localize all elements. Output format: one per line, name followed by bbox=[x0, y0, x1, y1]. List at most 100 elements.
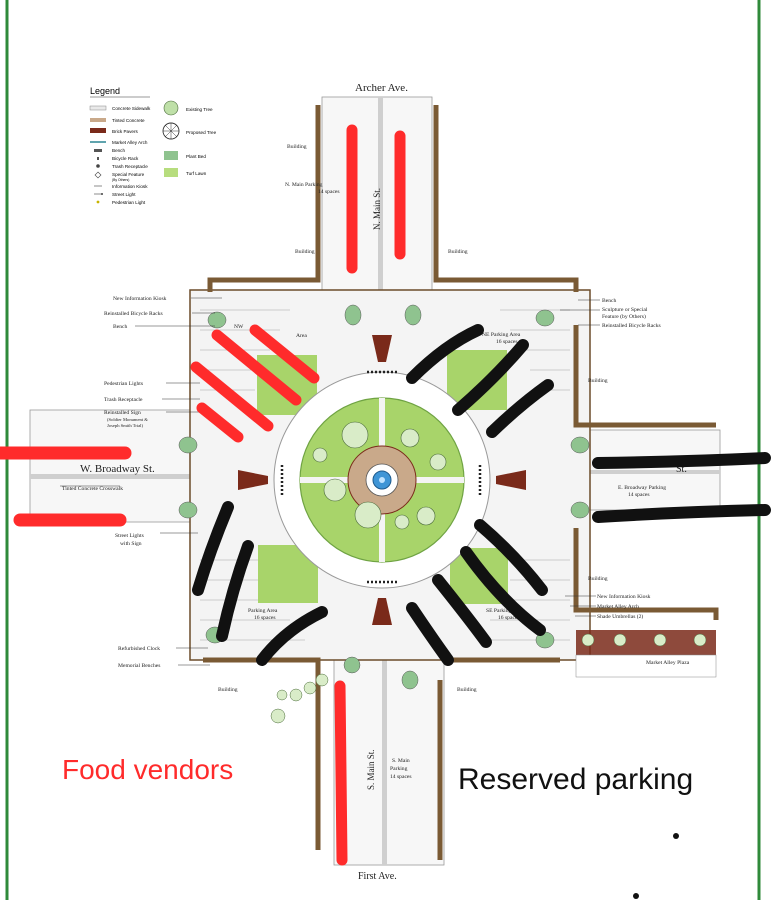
legend-title: Legend bbox=[90, 86, 120, 96]
legend-item-turf: Turf Lawn bbox=[186, 171, 207, 176]
label-sign: Reinstalled Sign bbox=[104, 410, 141, 416]
reserved-mark-ne2 bbox=[452, 339, 529, 416]
food-mark-nw2 bbox=[249, 324, 320, 384]
building-nw-upper: Building bbox=[287, 144, 307, 150]
street-e-broadway: E. Broadway Parking bbox=[618, 485, 666, 491]
reserved-mark-e1 bbox=[592, 452, 771, 469]
s-main-parking-label: S. Main bbox=[392, 758, 410, 764]
building-se: Building bbox=[588, 576, 608, 582]
label-r-arch: Market Alley Arch bbox=[597, 604, 639, 610]
food-mark-nw1 bbox=[211, 329, 302, 406]
legend-item-proposed-tree: Proposed Tree bbox=[186, 130, 217, 135]
crosswalks bbox=[280, 370, 482, 584]
building-sw: Building bbox=[218, 687, 238, 693]
label-new-info-kiosk: New Information Kiosk bbox=[113, 295, 167, 302]
street-w-broadway: W. Broadway St. bbox=[80, 463, 155, 475]
label-r-umbrellas: Shade Umbrellas (2) bbox=[597, 613, 643, 620]
reserved-mark-ne3 bbox=[486, 379, 554, 438]
street-light-icon bbox=[101, 193, 103, 195]
food-mark-nw3 bbox=[190, 361, 274, 432]
reserved-parking-note: Reserved parking bbox=[458, 763, 693, 796]
market-alley-plaza bbox=[576, 630, 716, 655]
legend-item-ped-light: Pedestrian Light bbox=[112, 200, 146, 205]
reserved-mark-se1 bbox=[474, 519, 548, 596]
street-s-main: S. Main St. bbox=[366, 749, 376, 790]
legend: Legend Concrete Sidewalk Tinted Concrete… bbox=[89, 86, 217, 205]
special-feature-icon bbox=[94, 171, 102, 179]
legend-item-kiosk: Information Kiosk bbox=[112, 184, 148, 189]
legend-item-arch: Market Alley Arch bbox=[112, 140, 148, 145]
label-r-feature: Feature (by Others) bbox=[602, 313, 646, 320]
pen-dot-2 bbox=[633, 893, 639, 899]
building-edges bbox=[203, 105, 719, 860]
right-callouts bbox=[560, 299, 600, 617]
street-n-main: N. Main St. bbox=[372, 188, 382, 230]
legend-item-by-others: (By Others) bbox=[112, 178, 129, 182]
n-main-parking-spaces: 14 spaces bbox=[318, 189, 340, 195]
nw-parking-area: Area bbox=[296, 333, 307, 339]
trash-icon bbox=[96, 164, 100, 168]
n-main-parking-label: N. Main Parking bbox=[285, 182, 323, 188]
plant-bed-swatch bbox=[164, 151, 178, 160]
food-mark-s1 bbox=[334, 680, 348, 866]
label-r-bench: Bench bbox=[602, 298, 616, 304]
reserved-mark-e2 bbox=[592, 504, 771, 523]
label-bench: Bench bbox=[113, 324, 127, 330]
legend-item-existing-tree: Existing Tree bbox=[186, 107, 213, 112]
ne-parking-spaces: 16 spaces bbox=[496, 339, 518, 345]
planter-islands bbox=[178, 304, 590, 690]
turf-swatch bbox=[164, 168, 178, 177]
reserved-mark-ne1 bbox=[406, 324, 484, 384]
reserved-mark-sw3 bbox=[256, 606, 328, 666]
legend-item-brick: Brick Pavers bbox=[112, 129, 138, 134]
pen-dot bbox=[673, 833, 679, 839]
reserved-parking-marks bbox=[192, 324, 771, 666]
s-main-parking-spaces: 14 spaces bbox=[390, 774, 412, 780]
label-pedestrian-lights: Pedestrian Lights bbox=[104, 381, 143, 387]
pedestrian-light-icon bbox=[96, 200, 100, 204]
street-corridors bbox=[29, 96, 721, 866]
label-street-lights-2: with Sign bbox=[120, 541, 142, 547]
building-nw: Building bbox=[295, 249, 315, 255]
label-sign-3: Joseph Smith Trial) bbox=[107, 423, 143, 428]
brick-pavers bbox=[238, 335, 526, 625]
legend-item-bench: Bench bbox=[112, 148, 125, 153]
label-r-plaza: Market Alley Plaza bbox=[646, 660, 690, 666]
label-r-bike: Reinstalled Bicycle Racks bbox=[602, 323, 661, 329]
street-e-broadway-st: St. bbox=[676, 464, 687, 475]
sw-parking-spaces: 16 spaces bbox=[254, 615, 276, 621]
building-e: Building bbox=[588, 378, 608, 384]
central-trees bbox=[312, 421, 447, 530]
label-sign-2: (Soldier Monument & bbox=[107, 417, 148, 422]
legend-item-bike: Bicycle Rack bbox=[112, 156, 139, 161]
reserved-mark-se2 bbox=[460, 546, 546, 636]
label-bicycle-racks: Reinstalled Bicycle Racks bbox=[104, 311, 163, 317]
label-r-kiosk: New Information Kiosk bbox=[597, 593, 651, 600]
legend-item-trash: Trash Receptacle bbox=[112, 164, 148, 169]
se-parking-label: SE Parking Area bbox=[486, 608, 524, 614]
south-garden-trees bbox=[270, 673, 329, 724]
food-vendors-note: Food vendors bbox=[62, 754, 233, 785]
reserved-mark-se3 bbox=[432, 574, 492, 648]
nw-parking-label: NW bbox=[234, 324, 244, 330]
food-mark-nw4 bbox=[196, 402, 244, 443]
reserved-mark-sw1 bbox=[192, 501, 234, 596]
building-s: Building bbox=[457, 687, 477, 693]
se-parking-spaces: 16 spaces bbox=[498, 615, 520, 621]
legend-item-street-light: Street Light bbox=[112, 192, 136, 197]
food-vendor-marks bbox=[0, 124, 406, 866]
street-e-broadway-spaces: 14 spaces bbox=[628, 492, 650, 498]
label-clock: Refurbished Clock bbox=[118, 645, 160, 652]
reserved-mark-sw2 bbox=[216, 540, 254, 642]
street-archer: Archer Ave. bbox=[355, 82, 408, 94]
legend-item-plant-bed: Plant Bed bbox=[186, 154, 206, 159]
ne-parking-label: NE Parking Area bbox=[482, 332, 521, 338]
label-street-lights: Street Lights bbox=[115, 533, 144, 539]
left-callouts bbox=[60, 297, 222, 666]
label-crosswalk: Tinted Concrete Crosswalk bbox=[62, 486, 123, 492]
reserved-mark-se4 bbox=[406, 602, 454, 666]
street-first: First Ave. bbox=[358, 871, 397, 882]
label-memorial: Memorial Benches bbox=[118, 663, 160, 669]
existing-tree-icon bbox=[163, 100, 179, 116]
